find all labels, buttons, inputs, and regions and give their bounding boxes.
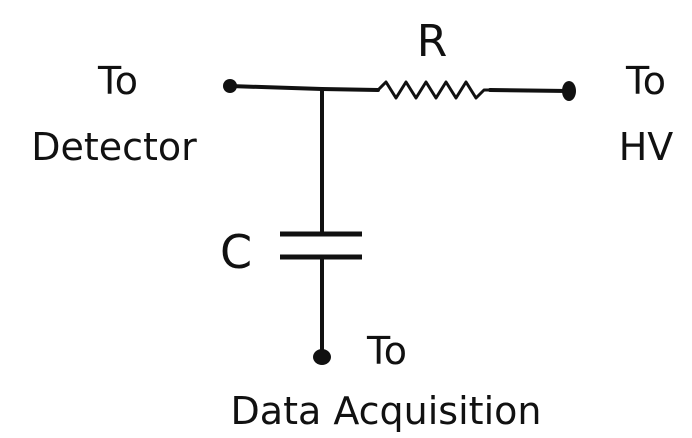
resistor-label: R — [417, 16, 448, 67]
hv-label-line2: HV — [619, 125, 674, 169]
daq-label-line2: Data Acquisition — [231, 389, 542, 433]
wire-resistor-to-hv — [488, 88, 570, 93]
hv-terminal — [562, 81, 576, 101]
wire-detector-to-junction — [228, 84, 324, 91]
wire-junction-to-resistor — [320, 87, 380, 92]
detector-terminal — [223, 79, 237, 93]
capacitor-label: C — [220, 225, 252, 279]
resistor-symbol — [376, 80, 490, 100]
detector-label-line1: To — [97, 59, 138, 103]
daq-terminal — [313, 349, 331, 365]
daq-label-line1: To — [366, 329, 407, 373]
detector-label-line2: Detector — [31, 125, 197, 169]
hv-label-line1: To — [625, 59, 666, 103]
